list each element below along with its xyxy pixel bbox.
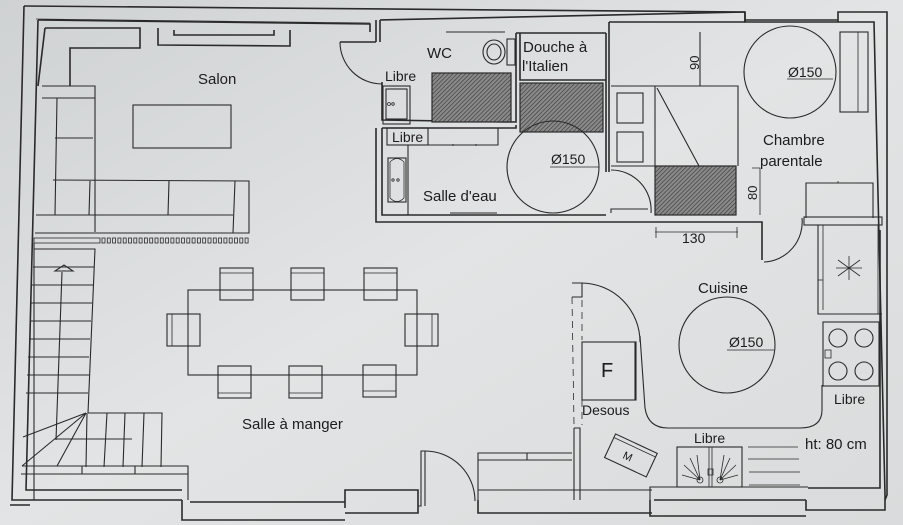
turning-circle-label-chambre: Ø150 [788,64,822,80]
radiator [33,237,101,244]
bed-foot-hatch [654,165,737,216]
wc-bath-block [339,20,750,223]
room-label-wc: WC [427,45,452,62]
cooktop-icon [822,321,880,387]
salon-furniture [33,85,250,244]
dimension-bed-top: 90 [687,56,702,70]
note-height: ht: 80 cm [805,436,867,453]
dining-table [187,289,418,376]
wardrobe [839,31,869,113]
staircase [21,243,189,500]
pillow-right [616,131,644,163]
note-libre-sink: Libre [694,430,725,446]
room-label-salle-manger: Salle à manger [242,416,343,433]
sink-icon [676,446,743,488]
note-libre-salle-eau: Libre [392,129,423,145]
dimension-bed-side: 80 [745,186,760,200]
light-fixture-icon [836,256,862,280]
fridge-label: F [601,360,613,382]
entrance-door [418,450,652,507]
outer-walls [10,5,888,521]
room-label-chambre-1: Chambre [763,132,825,149]
shower-tray-hatch [519,82,604,133]
labels: Salon WC Douche à l'Italien Salle d'eau … [198,39,867,464]
room-label-chambre-2: parentale [760,153,823,170]
radiator-fins [101,237,249,244]
note-libre-wc: Libre [385,68,416,84]
note-desous: Desous [582,402,629,418]
coffee-table [132,104,232,149]
kitchen [571,225,882,500]
wc-storage-hatch [431,72,512,123]
room-label-douche-1: Douche à [523,39,588,56]
dining-table-set [166,267,439,399]
room-label-salle-eau: Salle d'eau [423,188,497,205]
turning-circle-label-cuisine: Ø150 [729,334,763,350]
room-label-cuisine: Cuisine [698,280,748,297]
room-label-douche-2: l'Italien [522,58,568,75]
turning-circle-cuisine [678,296,776,394]
microwave-icon [603,433,658,478]
chambre-parentale [609,21,883,263]
dimension-bed-foot: 130 [682,230,706,246]
room-label-salon: Salon [198,71,236,88]
pillow-left [616,92,644,124]
turning-circle-label-salle-eau: Ø150 [551,151,585,167]
note-libre-cooktop: Libre [834,391,865,407]
fridge [572,282,641,401]
turning-circle-chambre [743,25,837,119]
